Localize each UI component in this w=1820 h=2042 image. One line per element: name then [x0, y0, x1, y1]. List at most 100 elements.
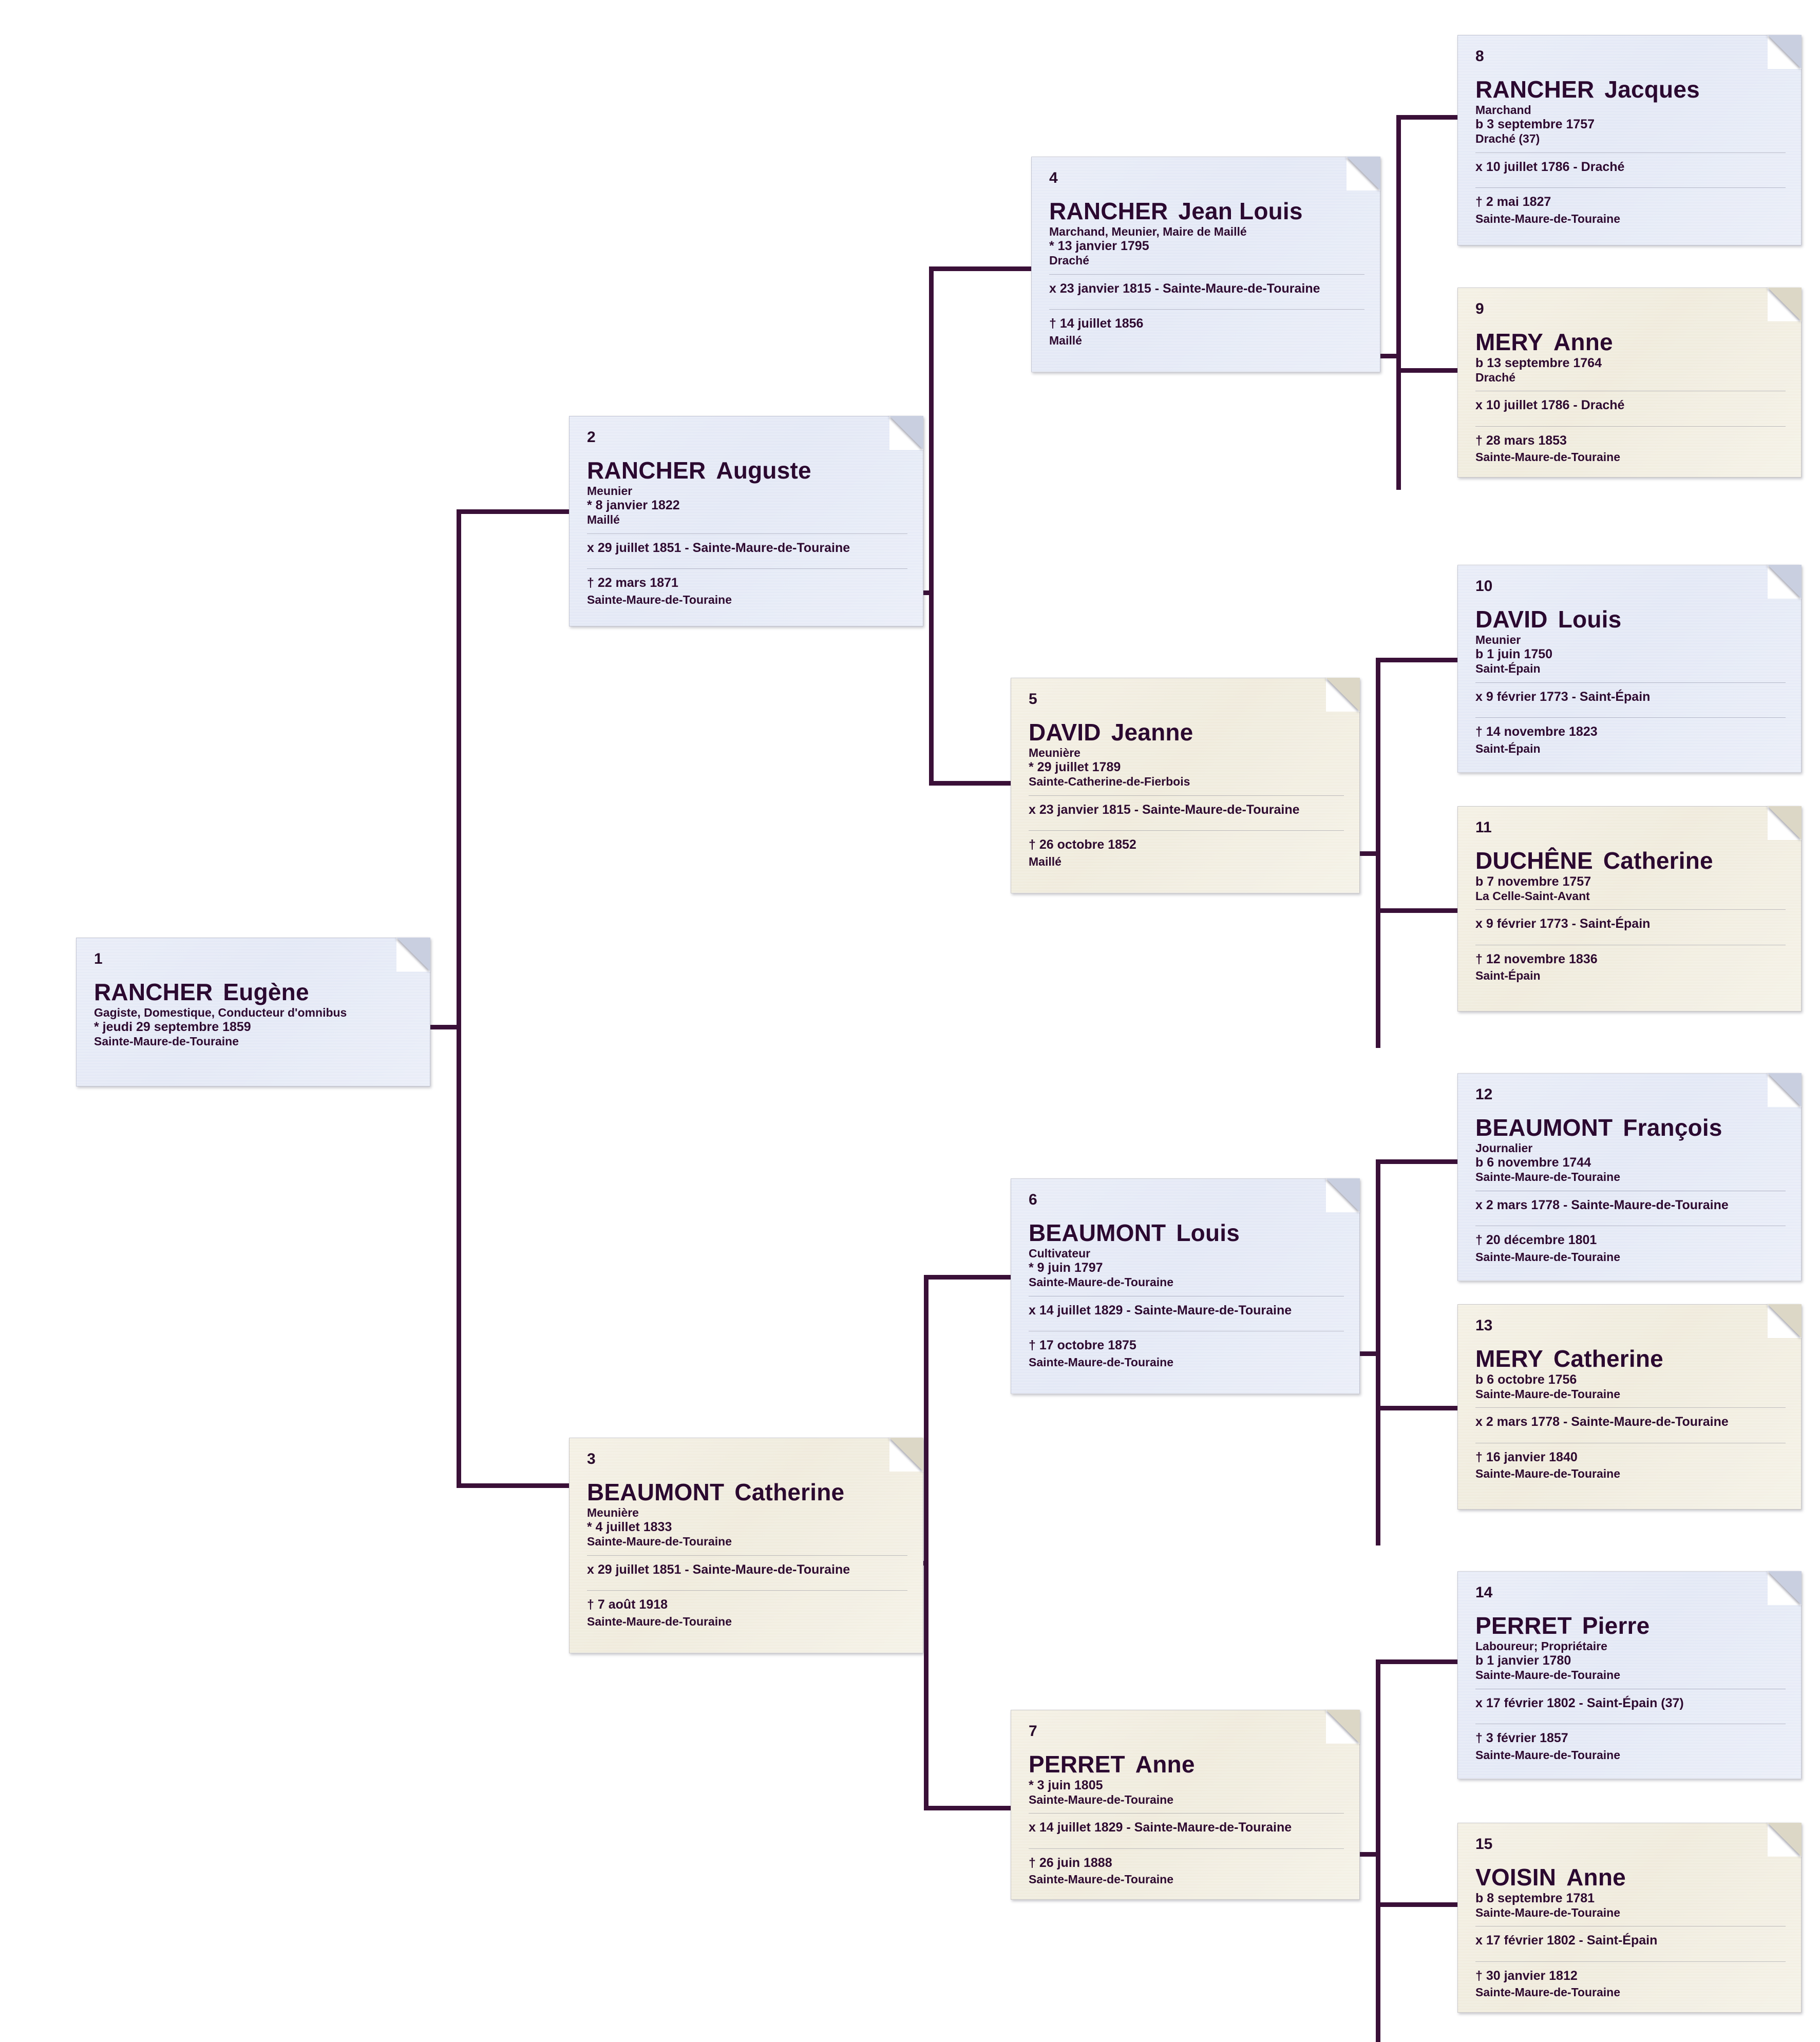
given-name: Jeanne — [1111, 719, 1193, 746]
connector-4-to-9 — [1396, 368, 1463, 373]
birth-date: b 6 novembre 1744 — [1475, 1155, 1591, 1170]
birth-place: Sainte-Catherine-de-Fierbois — [1029, 775, 1190, 789]
person-name: RANCHER Eugène — [94, 980, 414, 1005]
divider — [1029, 830, 1344, 831]
connector-7-spine — [1376, 1659, 1380, 2042]
marriage-row: x 29 juillet 1851 - Sainte-Maure-de-Tour… — [587, 1562, 850, 1577]
death-place: Sainte-Maure-de-Touraine — [1475, 1748, 1620, 1762]
birth-place: Maillé — [587, 513, 620, 527]
death-place: Sainte-Maure-de-Touraine — [1475, 212, 1620, 225]
given-name: Jacques — [1604, 76, 1700, 103]
connector-3-to-7 — [924, 1806, 1011, 1810]
death-place: Saint-Épain — [1475, 969, 1541, 983]
given-name: Jean Louis — [1178, 198, 1303, 224]
death-row: † 26 juin 1888 — [1029, 1855, 1112, 1870]
given-name: Auguste — [716, 457, 811, 484]
divider — [1475, 426, 1786, 427]
divider — [1475, 909, 1786, 910]
person-name: RANCHER Jacques — [1475, 76, 1786, 103]
card-number: 9 — [1475, 300, 1484, 317]
birth-place: Sainte-Maure-de-Touraine — [587, 1535, 732, 1549]
surname: BEAUMONT — [587, 1479, 725, 1505]
marriage-row: x 9 février 1773 - Saint-Épain — [1475, 689, 1651, 704]
surname: MERY — [1475, 1345, 1543, 1372]
divider — [1049, 274, 1364, 275]
divider — [1049, 309, 1364, 310]
connector-4-spine — [1396, 115, 1401, 490]
connector-7-to-14 — [1376, 1659, 1463, 1664]
card-number: 15 — [1475, 1836, 1493, 1853]
marriage-row: x 14 juillet 1829 - Sainte-Maure-de-Tour… — [1029, 1303, 1292, 1318]
divider — [587, 568, 907, 569]
death-row: † 22 mars 1871 — [587, 576, 678, 590]
surname: VOISIN — [1475, 1864, 1557, 1891]
surname: RANCHER — [1475, 76, 1595, 103]
connector-6-to-13 — [1376, 1406, 1463, 1410]
card-number: 12 — [1475, 1086, 1493, 1103]
marriage-row: x 2 mars 1778 - Sainte-Maure-de-Touraine — [1475, 1197, 1729, 1212]
card-number: 11 — [1475, 819, 1492, 836]
birth-place: Sainte-Maure-de-Touraine — [1029, 1793, 1173, 1807]
divider — [1475, 717, 1786, 718]
person-name: RANCHER Auguste — [587, 457, 907, 484]
occupation: Meunier — [587, 484, 633, 498]
connector-2-spine — [929, 266, 934, 785]
card-number: 2 — [587, 429, 596, 446]
marriage-row: x 23 janvier 1815 - Sainte-Maure-de-Tour… — [1029, 802, 1300, 817]
surname: RANCHER — [94, 979, 213, 1005]
person-name: RANCHER Jean Louis — [1049, 199, 1364, 224]
connector-1-to-3 — [457, 1483, 570, 1488]
birth-date: * 4 juillet 1833 — [587, 1519, 672, 1534]
connector-1-spine-stub — [430, 1025, 461, 1029]
divider — [1475, 1407, 1786, 1408]
surname: RANCHER — [1049, 198, 1168, 224]
divider — [587, 533, 907, 534]
divider — [587, 1555, 907, 1556]
death-row: † 14 novembre 1823 — [1475, 724, 1598, 739]
surname: PERRET — [1475, 1612, 1572, 1639]
connector-5-to-10 — [1376, 658, 1463, 662]
card-number: 3 — [587, 1451, 596, 1467]
given-name: Eugène — [223, 979, 309, 1005]
connector-7-stub — [1350, 1852, 1380, 1857]
divider — [587, 1590, 907, 1591]
divider — [1475, 152, 1786, 153]
birth-date: * 9 juin 1797 — [1029, 1260, 1103, 1275]
birth-date: b 13 septembre 1764 — [1475, 355, 1602, 370]
marriage-row: x 2 mars 1778 - Sainte-Maure-de-Touraine — [1475, 1415, 1729, 1429]
birth-date: * 13 janvier 1795 — [1049, 238, 1149, 253]
surname: RANCHER — [587, 457, 706, 484]
connector-1-to-2 — [457, 509, 570, 514]
marriage-row: x 17 février 1802 - Saint-Épain — [1475, 1933, 1658, 1948]
death-place: Sainte-Maure-de-Touraine — [1475, 1467, 1620, 1481]
birth-place: Sainte-Maure-de-Touraine — [1475, 1668, 1620, 1682]
death-place: Maillé — [1049, 333, 1082, 347]
connector-5-stub — [1350, 851, 1380, 856]
surname: BEAUMONT — [1475, 1114, 1613, 1141]
card-number: 4 — [1049, 169, 1058, 186]
death-place: Sainte-Maure-de-Touraine — [1029, 1355, 1173, 1369]
card-number: 14 — [1475, 1584, 1493, 1601]
divider — [1029, 795, 1344, 796]
